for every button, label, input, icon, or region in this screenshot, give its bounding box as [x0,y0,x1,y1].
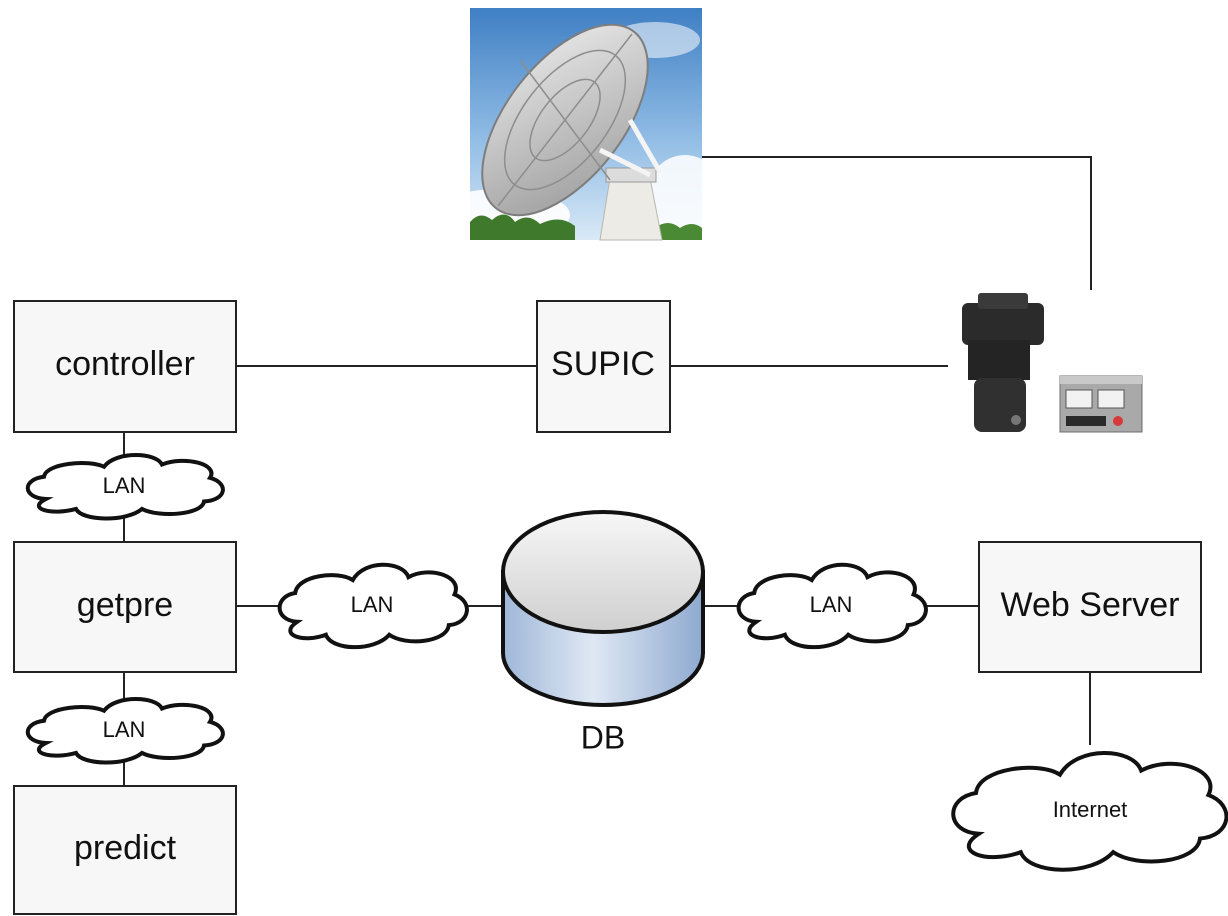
controller-node: controller [13,300,237,433]
database-node: DB [501,510,705,755]
lan-cloud-bottom: LAN [28,699,223,763]
internet-cloud: Internet [953,753,1226,870]
predict-node: predict [13,785,237,915]
lan-cloud-right: LAN [739,565,926,647]
predict-label: predict [74,829,177,867]
antenna-photo [430,8,725,245]
lan-left-label: LAN [351,592,394,617]
getpre-node: getpre [13,541,237,673]
controller-label: controller [55,345,195,383]
getpre-label: getpre [77,586,173,624]
web-server-label: Web Server [1001,586,1180,624]
equipment-photo [962,293,1143,433]
internet-label: Internet [1053,797,1128,822]
lan-cloud-top: LAN [28,455,223,519]
supic-node: SUPIC [536,300,671,433]
web-server-node: Web Server [978,541,1202,673]
lan-cloud-left: LAN [280,565,467,647]
supic-label: SUPIC [551,345,655,383]
lan-bottom-label: LAN [103,717,146,742]
lan-right-label: LAN [810,592,853,617]
line-antenna-equipment [702,156,1092,290]
db-label: DB [581,719,625,755]
lan-top-label: LAN [103,473,146,498]
